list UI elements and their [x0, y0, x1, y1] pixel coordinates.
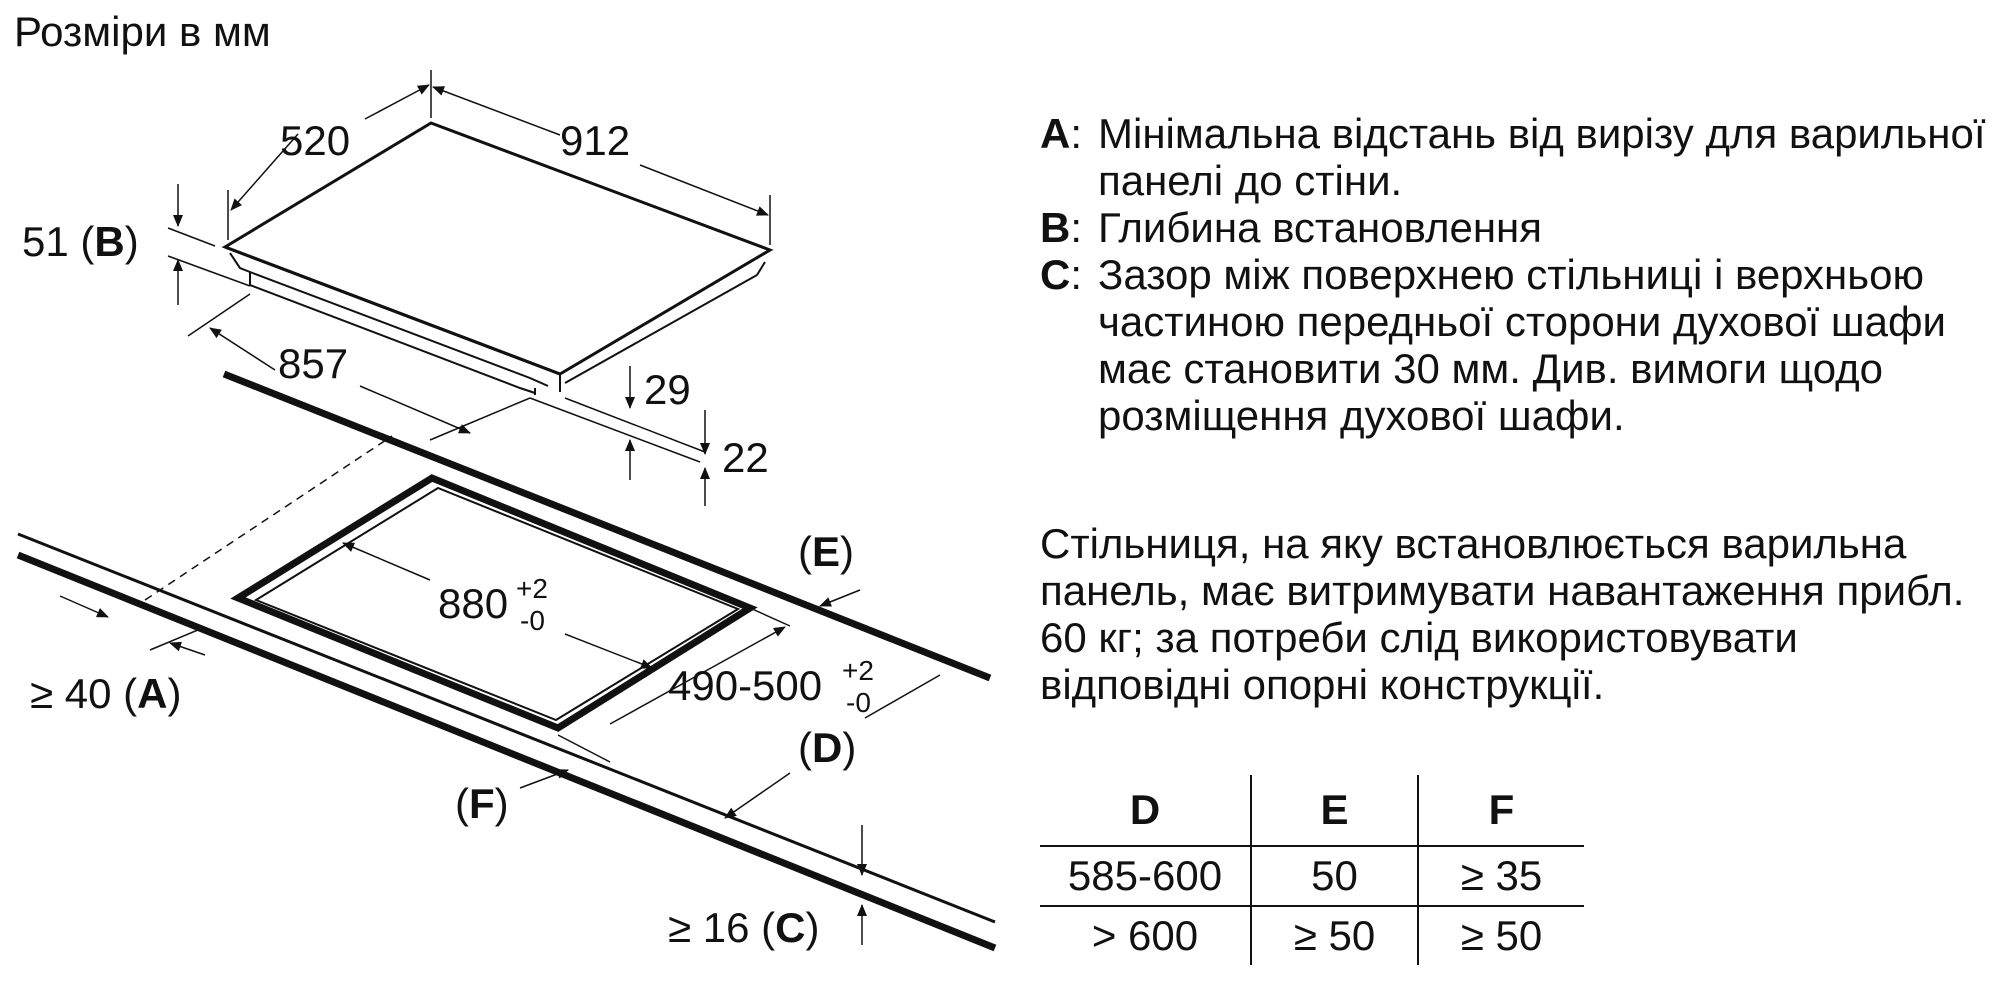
- table-cell: ≥ 50: [1251, 906, 1419, 965]
- legend-key-c: C: [1040, 251, 1071, 298]
- table-header-f: F: [1418, 775, 1584, 847]
- legend: A: Мінімальна відстань від вирізу для ва…: [1040, 110, 1990, 439]
- hob-body: [221, 121, 774, 395]
- table-row: 585-600 50 ≥ 35: [1040, 846, 1584, 907]
- dim-c-label: ≥ 16 (C): [668, 904, 819, 951]
- diagram-title: Розміри в мм: [14, 8, 271, 55]
- table-cell: 585-600: [1040, 846, 1252, 907]
- legend-text-c: Зазор між поверхнею стільниці і верхньою…: [1098, 251, 1946, 439]
- table-cell: 50: [1251, 846, 1419, 907]
- legend-key-a: A: [1040, 110, 1071, 157]
- hob-dimension-lines: [167, 70, 771, 506]
- load-bearing-note: Стільниця, на яку встановлюється варильн…: [1040, 520, 1965, 708]
- dim-total-height: 22: [722, 434, 769, 481]
- table-cell: > 600: [1040, 906, 1252, 965]
- legend-item-c: C: Зазор між поверхнею стільниці і верхн…: [1040, 251, 1946, 439]
- dim-a-label: ≥ 40 (A): [30, 670, 181, 717]
- dim-inner-width: 857: [278, 340, 348, 387]
- dim-cutout-width-tol-plus: +2: [516, 573, 548, 604]
- table-row: > 600 ≥ 50 ≥ 50: [1040, 906, 1584, 965]
- dim-e-label: (E): [798, 528, 854, 575]
- legend-item-a: A: Мінімальна відстань від вирізу для ва…: [1040, 110, 1986, 204]
- dim-hob-depth: 520: [280, 117, 350, 164]
- dim-b-label: 51 (B): [22, 218, 139, 265]
- hob-installation-diagram: 520 912 51 (B) 857 29 22 880 +2 -0 490-5…: [16, 70, 997, 952]
- dimension-table: D E F 585-600 50 ≥ 35 > 600 ≥ 50 ≥ 50: [1040, 775, 1584, 965]
- countertop-dimension-lines: [59, 542, 941, 945]
- legend-key-b: B: [1040, 204, 1071, 251]
- dim-cutout-depth-tol-plus: +2: [842, 655, 874, 686]
- dim-cutout-width: 880: [438, 580, 508, 627]
- table-cell: ≥ 35: [1418, 846, 1584, 907]
- dim-f-label: (F): [455, 780, 509, 827]
- table-header-row: D E F: [1040, 775, 1584, 847]
- dim-frame-height: 29: [644, 366, 691, 413]
- dim-cutout-depth-tol-minus: -0: [846, 687, 871, 718]
- legend-text-a: Мінімальна відстань від вирізу для варил…: [1098, 110, 1986, 204]
- legend-text-b: Глибина встановлення: [1098, 204, 1542, 251]
- table-header-e: E: [1251, 775, 1419, 847]
- legend-item-b: B: Глибина встановлення: [1040, 204, 1542, 251]
- dim-cutout-width-tol-minus: -0: [520, 605, 545, 636]
- table-cell: ≥ 50: [1460, 912, 1543, 959]
- table-header-d: D: [1040, 775, 1252, 847]
- dim-d-label: (D): [798, 724, 856, 771]
- dim-cutout-depth: 490-500: [668, 662, 822, 709]
- dim-hob-width: 912: [560, 117, 630, 164]
